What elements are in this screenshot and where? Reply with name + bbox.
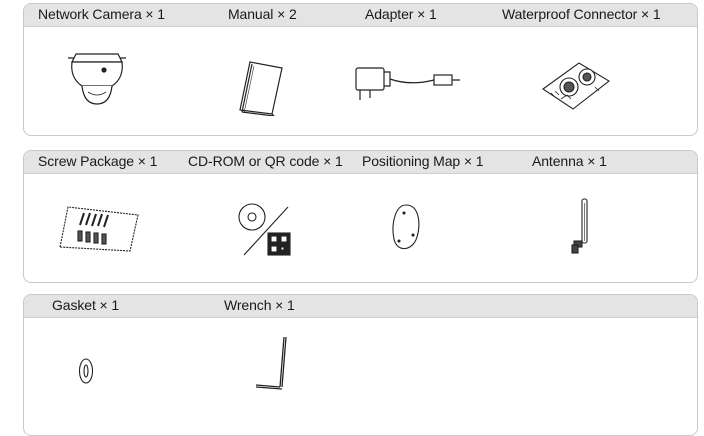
package-panel-3: Gasket × 1 Wrench × 1 — [23, 294, 698, 436]
panel-header: Gasket × 1 Wrench × 1 — [24, 295, 697, 318]
item-label-manual: Manual × 2 — [228, 6, 297, 22]
waterproof-connector-icon — [539, 59, 613, 113]
network-camera-icon — [62, 48, 132, 110]
package-panel-1: Network Camera × 1 Manual × 2 Adapter × … — [23, 3, 698, 136]
package-panel-2: Screw Package × 1 CD-ROM or QR code × 1 … — [23, 150, 698, 283]
cdrom-qr-icon — [234, 201, 310, 257]
item-label-screw-package: Screw Package × 1 — [38, 153, 158, 169]
panel-header: Screw Package × 1 CD-ROM or QR code × 1 … — [24, 151, 697, 174]
item-label-cdrom-qr: CD-ROM or QR code × 1 — [188, 153, 343, 169]
item-label-antenna: Antenna × 1 — [532, 153, 607, 169]
manual-icon — [236, 60, 286, 116]
item-label-waterproof-connector: Waterproof Connector × 1 — [502, 6, 661, 22]
item-label-network-camera: Network Camera × 1 — [38, 6, 165, 22]
antenna-icon — [570, 197, 590, 255]
item-label-positioning-map: Positioning Map × 1 — [362, 153, 484, 169]
item-label-gasket: Gasket × 1 — [52, 297, 120, 313]
positioning-map-icon — [391, 203, 421, 253]
screw-package-icon — [58, 203, 140, 253]
gasket-icon — [78, 357, 94, 385]
adapter-icon — [350, 66, 462, 102]
item-label-adapter: Adapter × 1 — [365, 6, 437, 22]
item-label-wrench: Wrench × 1 — [224, 297, 295, 313]
wrench-icon — [250, 335, 290, 395]
panel-header: Network Camera × 1 Manual × 2 Adapter × … — [24, 4, 697, 27]
